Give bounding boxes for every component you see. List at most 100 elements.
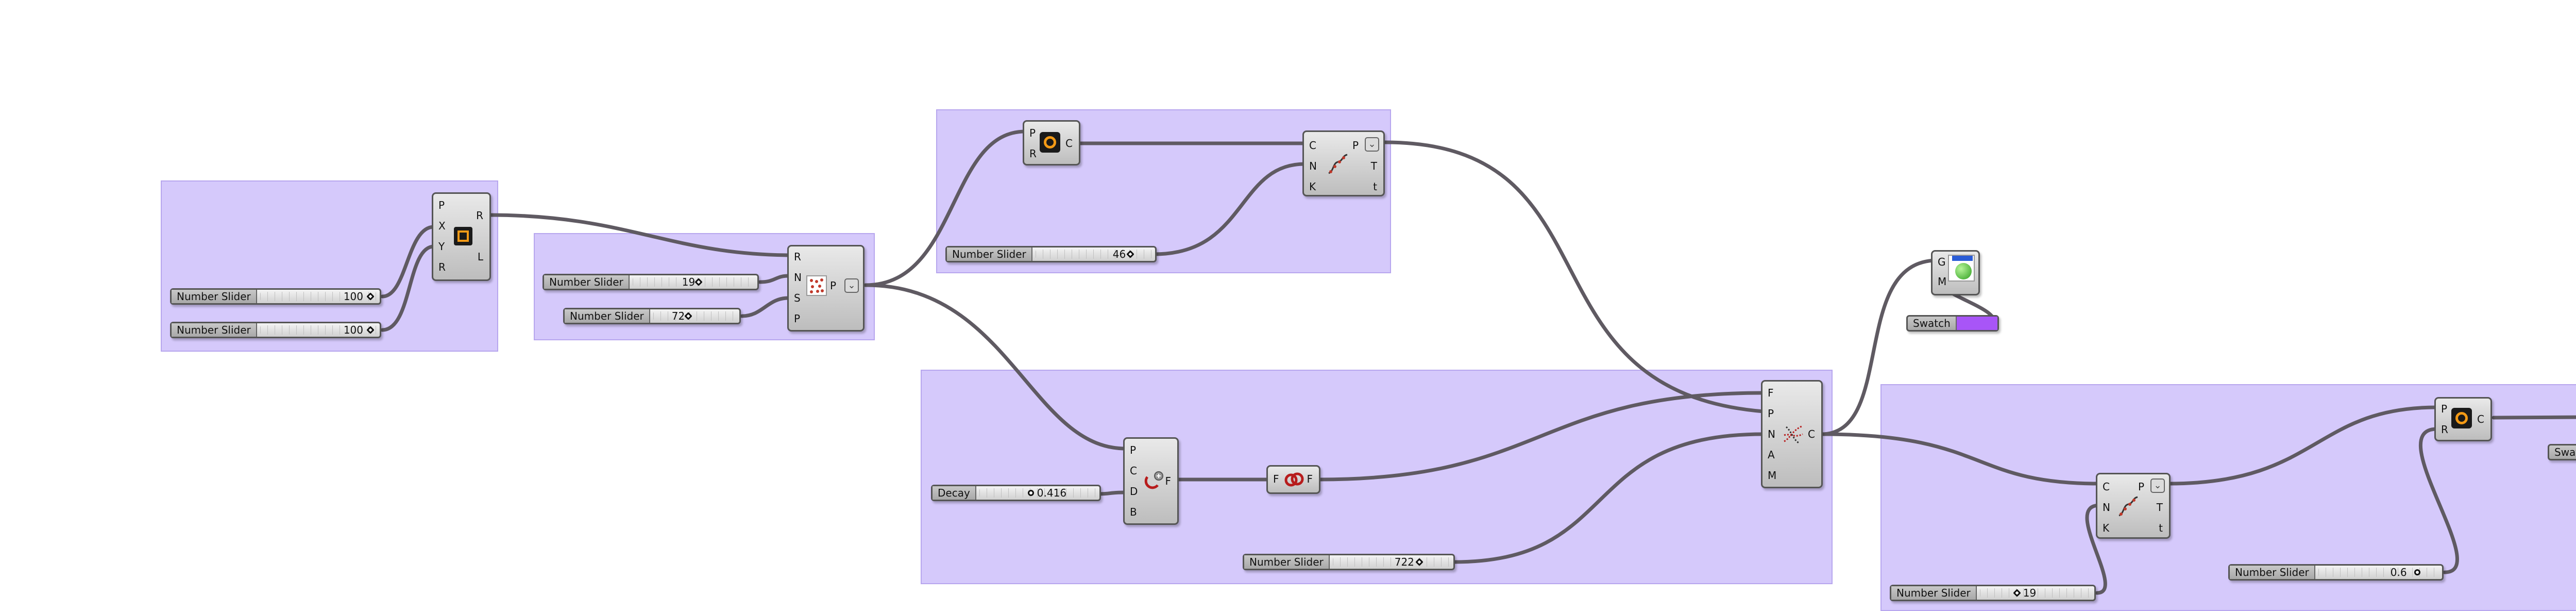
circle-right-component[interactable]: P R C xyxy=(2434,397,2492,441)
circle2-output-c[interactable]: C xyxy=(2477,413,2484,425)
slider-grip[interactable] xyxy=(2012,589,2021,597)
charge-output-f[interactable]: F xyxy=(1165,475,1171,487)
number-slider-y[interactable]: Number Slider 100 xyxy=(170,322,381,338)
wire-slider-radius xyxy=(2418,427,2459,574)
custom-preview-component[interactable]: G M xyxy=(1931,250,1980,295)
circle-output-c[interactable]: C xyxy=(1065,137,1073,150)
pop-input-r[interactable]: R xyxy=(794,251,801,263)
div-input-c[interactable]: C xyxy=(1309,139,1316,152)
circle2-input-p[interactable]: P xyxy=(2441,403,2448,415)
divide-curve-right-component[interactable]: C N K P T t ⌄ xyxy=(2096,473,2171,539)
rect-output-l[interactable]: L xyxy=(477,251,483,263)
slider-track[interactable]: 72 xyxy=(653,311,736,321)
expand-toggle-icon[interactable]: ⌄ xyxy=(1365,137,1379,152)
number-slider-lines[interactable]: Number Slider 722 xyxy=(1243,554,1455,570)
pop-input-p[interactable]: P xyxy=(794,312,801,325)
field-input-m[interactable]: M xyxy=(1768,469,1777,482)
slider-value: 722 xyxy=(1394,556,1414,568)
number-slider-divide-right[interactable]: Number Slider 19 xyxy=(1890,585,2096,601)
slider-track[interactable]: 46 xyxy=(1035,249,1152,259)
slider-grip[interactable] xyxy=(694,278,703,286)
rectangle-icon xyxy=(454,227,472,245)
slider-track[interactable]: 0.416 xyxy=(979,488,1096,498)
div2-input-c[interactable]: C xyxy=(2103,481,2110,493)
div2-input-n[interactable]: N xyxy=(2103,501,2110,514)
merge-fields-component[interactable]: F F xyxy=(1266,465,1320,494)
slider-grip[interactable] xyxy=(1126,250,1134,258)
circle2-input-r[interactable]: R xyxy=(2441,423,2448,436)
div-output-p[interactable]: P xyxy=(1352,139,1359,152)
number-slider-s[interactable]: Number Slider 72 xyxy=(563,308,741,324)
number-slider-divide[interactable]: Number Slider 46 xyxy=(945,246,1157,262)
div2-input-k[interactable]: K xyxy=(2103,522,2110,534)
number-slider-n[interactable]: Number Slider 19 xyxy=(543,274,759,290)
div-input-n[interactable]: N xyxy=(1309,160,1317,172)
merge-output-f[interactable]: F xyxy=(1307,473,1313,485)
field-input-n[interactable]: N xyxy=(1768,428,1775,440)
expand-toggle-icon[interactable]: ⌄ xyxy=(844,278,859,293)
field-lines-component[interactable]: F P N A M C xyxy=(1761,380,1823,488)
swatch-purple[interactable]: Swatch xyxy=(1906,315,1999,332)
div2-output-p[interactable]: P xyxy=(2138,481,2144,493)
field-input-f[interactable]: F xyxy=(1768,387,1774,399)
div-input-k[interactable]: K xyxy=(1309,180,1316,193)
rect-output-r[interactable]: R xyxy=(476,209,483,222)
pop-output-p[interactable]: P xyxy=(829,279,836,292)
expand-toggle-icon[interactable]: ⌄ xyxy=(2150,478,2165,493)
div-output-t-param[interactable]: t xyxy=(1373,180,1377,193)
swatch-label: Swatch xyxy=(1913,317,1951,329)
rect-input-x[interactable]: X xyxy=(438,220,446,232)
swatch-blue[interactable]: Swatch xyxy=(2548,444,2576,460)
charge-input-c[interactable]: C xyxy=(1130,465,1137,477)
slider-grip[interactable] xyxy=(366,326,375,334)
charge-input-d[interactable]: D xyxy=(1130,485,1138,498)
slider-grip[interactable] xyxy=(366,292,375,301)
divide-curve-component[interactable]: C N K P T t ⌄ xyxy=(1302,130,1385,196)
field-output-c[interactable]: C xyxy=(1808,428,1815,440)
circle-component[interactable]: P R C xyxy=(1023,120,1080,166)
slider-label: Number Slider xyxy=(544,275,630,289)
rect-input-r[interactable]: R xyxy=(438,261,446,273)
wire-rect-to-pop xyxy=(487,213,795,257)
rect-input-p[interactable]: P xyxy=(438,199,445,211)
rectangle-component[interactable]: P X Y R R L xyxy=(432,192,491,281)
slider-track[interactable]: 100 xyxy=(260,325,377,335)
wire-pop-to-charge xyxy=(863,283,1128,451)
slider-grip[interactable] xyxy=(1415,558,1423,566)
field-input-p[interactable]: P xyxy=(1768,407,1774,420)
point-charge-component[interactable]: P C D B F xyxy=(1123,437,1179,525)
rect-input-y[interactable]: Y xyxy=(438,240,445,253)
swatch-color[interactable] xyxy=(1955,317,1997,330)
pop-input-n[interactable]: N xyxy=(794,271,802,284)
slider-label: Decay xyxy=(933,486,976,500)
merge-input-f[interactable]: F xyxy=(1273,473,1279,485)
charge-input-p[interactable]: P xyxy=(1130,444,1137,456)
slider-track[interactable]: 100 xyxy=(260,291,377,302)
div2-output-t[interactable]: T xyxy=(2156,501,2163,514)
field-input-a[interactable]: A xyxy=(1768,449,1775,461)
slider-label: Number Slider xyxy=(565,309,650,323)
slider-grip[interactable] xyxy=(1027,490,1034,496)
slider-grip[interactable] xyxy=(2414,569,2420,575)
wire-field-to-preview xyxy=(1819,258,1939,436)
field-lines-icon xyxy=(1782,423,1805,445)
slider-track[interactable]: 0.6 xyxy=(2318,567,2439,577)
slider-track[interactable]: 19 xyxy=(1979,588,2091,598)
charge-input-b[interactable]: B xyxy=(1130,506,1137,518)
wire-merge-to-field xyxy=(1317,391,1766,482)
div2-output-t-param[interactable]: t xyxy=(2159,522,2163,534)
number-slider-radius[interactable]: Number Slider 0.6 xyxy=(2228,564,2444,581)
pop-input-s[interactable]: S xyxy=(794,292,801,304)
populate-2d-component[interactable]: R N S P P ⌄ xyxy=(787,245,865,332)
decay-slider[interactable]: Decay 0.416 xyxy=(931,485,1101,501)
slider-grip[interactable] xyxy=(684,312,692,320)
circle-input-r[interactable]: R xyxy=(1029,147,1037,160)
number-slider-x[interactable]: Number Slider 100 xyxy=(170,288,381,305)
preview-input-m[interactable]: M xyxy=(1938,275,1947,288)
div-output-t[interactable]: T xyxy=(1370,160,1377,172)
circle-input-p[interactable]: P xyxy=(1029,127,1036,139)
slider-track[interactable]: 19 xyxy=(632,277,754,287)
slider-track[interactable]: 722 xyxy=(1332,556,1450,568)
preview-input-g[interactable]: G xyxy=(1938,256,1946,268)
